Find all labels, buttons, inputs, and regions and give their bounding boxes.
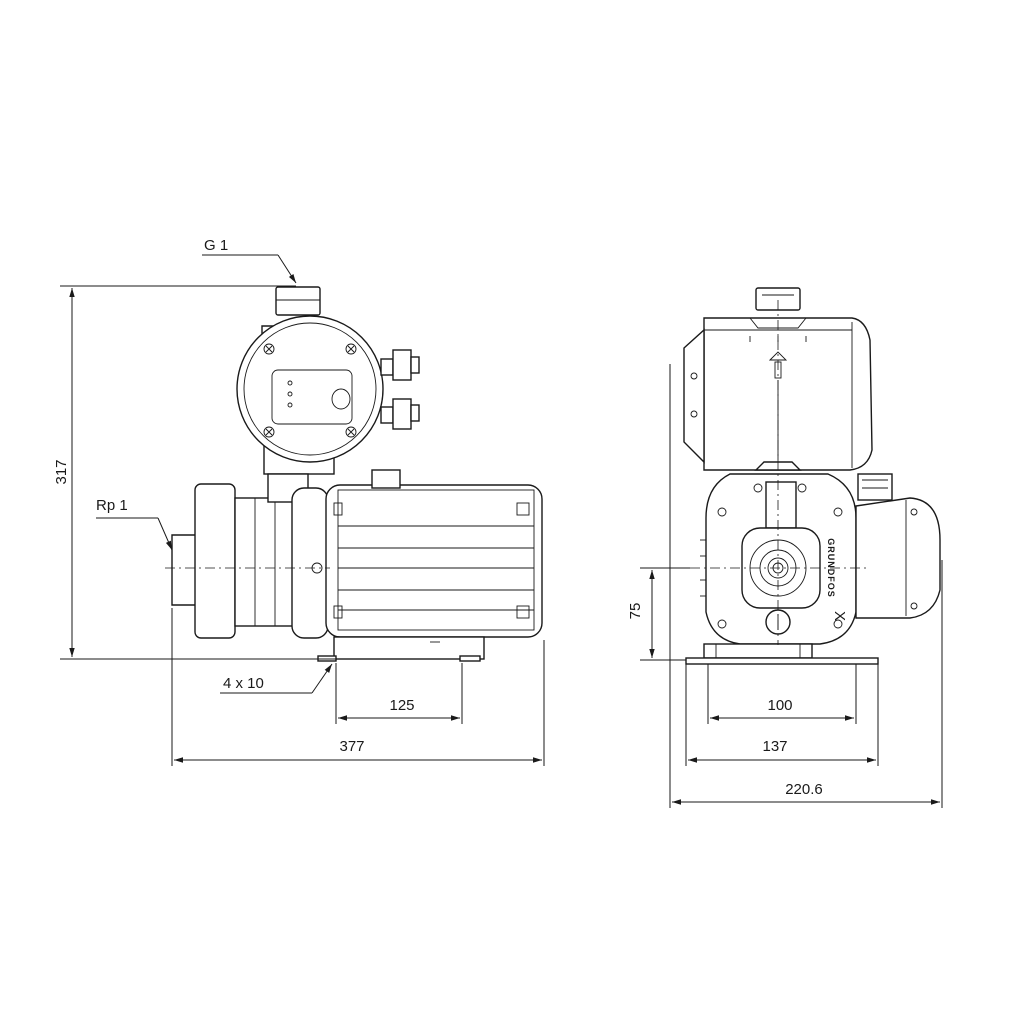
leader-mounting-holes [220,663,333,694]
dimension-height [60,285,336,660]
leader-g1 [202,254,297,284]
connection-inlet-label: Rp 1 [96,497,128,514]
brand-logo-x: X [831,611,848,621]
pump-body [700,473,941,645]
front-base [685,643,879,665]
dimension-shaft-height [640,567,690,661]
dimension-overall-width [669,364,943,808]
front-view: GRUNDFOS X 75 100 [627,287,943,808]
overall-length-label: 377 [339,738,364,755]
screw [263,343,357,438]
foot-width-label: 137 [762,738,787,755]
foot-holes-label: 100 [767,697,792,714]
connection-top-label: G 1 [204,237,228,254]
bolt [717,483,918,629]
mounting-holes-label: 4 x 10 [223,675,264,692]
foot-spacing-label: 125 [389,697,414,714]
shaft-height-label: 75 [627,603,644,620]
dimension-foot-holes [707,664,857,724]
leader-rp1 [96,517,173,551]
controller-housing [683,287,873,471]
dimension-foot-spacing [335,663,463,724]
dimension-overall-length [171,608,545,766]
side-view: 317 G 1 Rp 1 4 x 10 125 [53,237,545,766]
overall-width-label: 220.6 [785,781,823,798]
dimension-foot-width [685,664,879,766]
motor [311,469,543,638]
base-plate [317,636,485,662]
height-label: 317 [53,459,70,484]
pump-stages [171,473,329,639]
pressure-controller [236,286,420,475]
